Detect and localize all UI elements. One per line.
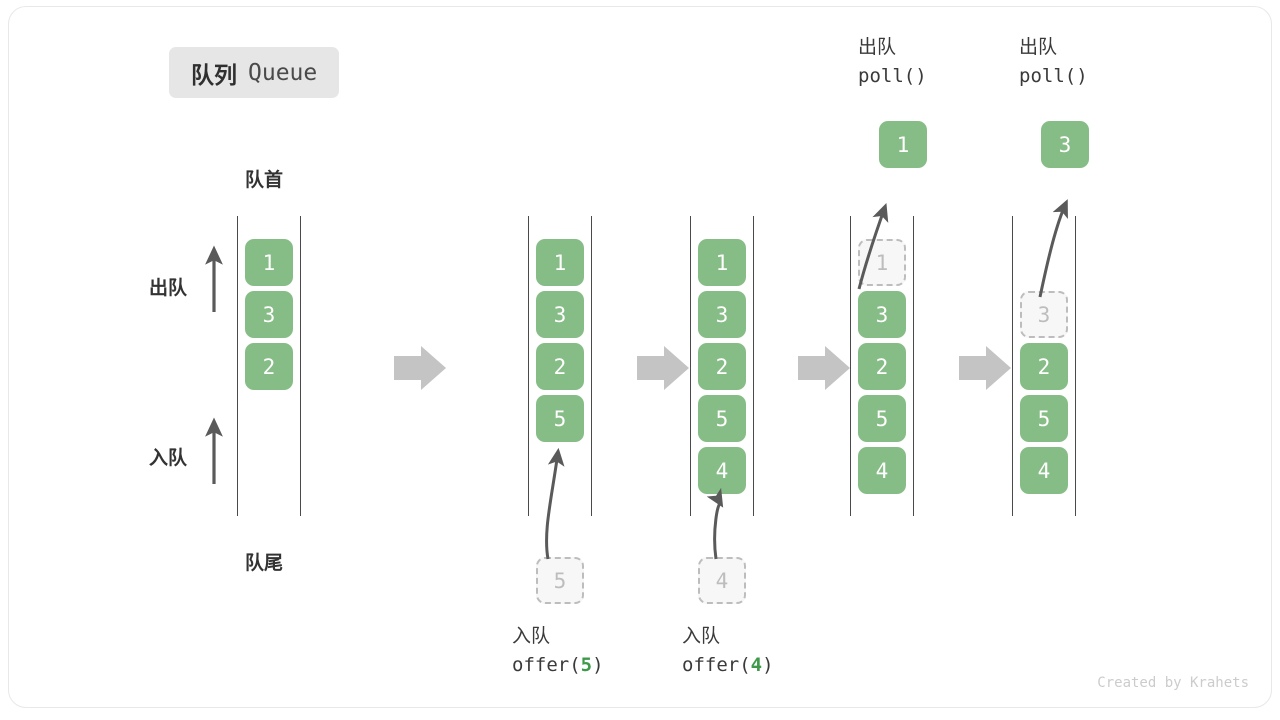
queue-track-poll-1: 1 3 2 5 4	[850, 216, 914, 516]
queue-slot: 5	[1020, 395, 1068, 442]
caption-poll-2-code: poll()	[1019, 65, 1088, 88]
queue-track-poll-3: 3 2 5 4	[1012, 216, 1076, 516]
flow-arrow-2	[637, 346, 689, 390]
extracted-element: 1	[879, 121, 927, 168]
caption-offer-5-cn: 入队	[512, 626, 551, 647]
title-badge: 队列 Queue	[169, 47, 340, 98]
credit-text: Created by Krahets	[1097, 675, 1249, 691]
caption-poll-1-code: poll()	[858, 65, 927, 88]
caption-offer-4-code: offer(4)	[682, 654, 774, 677]
track-rail-left	[528, 216, 529, 516]
label-enqueue: 入队	[149, 448, 188, 469]
caption-offer-4-cn: 入队	[682, 626, 721, 647]
flow-arrow-4	[959, 346, 1011, 390]
caption-poll-1-cn: 出队	[858, 37, 897, 58]
queue-slot: 4	[698, 447, 746, 494]
queue-slot: 5	[858, 395, 906, 442]
track-rail-right	[591, 216, 592, 516]
queue-slot: 2	[698, 343, 746, 390]
label-queue-head: 队首	[245, 170, 284, 191]
queue-track-initial: 1 3 2	[237, 216, 301, 516]
caption-offer-5-code: offer(5)	[512, 654, 604, 677]
queue-slot: 4	[858, 447, 906, 494]
queue-slot: 2	[536, 343, 584, 390]
flow-arrow-1	[394, 346, 446, 390]
label-dequeue: 出队	[149, 278, 188, 299]
queue-slot: 3	[858, 291, 906, 338]
queue-slot: 2	[1020, 343, 1068, 390]
queue-slot: 1	[698, 239, 746, 286]
track-rail-left	[690, 216, 691, 516]
caption-poll-2-cn: 出队	[1019, 37, 1058, 58]
incoming-element: 5	[536, 557, 584, 604]
flow-arrow-3	[798, 346, 850, 390]
track-rail-left	[850, 216, 851, 516]
label-queue-tail: 队尾	[245, 553, 284, 574]
queue-slot: 1	[245, 239, 293, 286]
queue-slot: 5	[698, 395, 746, 442]
title-en: Queue	[248, 59, 318, 86]
incoming-element: 4	[698, 557, 746, 604]
caption-offer-4-value: 4	[750, 654, 763, 677]
track-rail-right	[753, 216, 754, 516]
track-rail-left	[237, 216, 238, 516]
caption-poll-2: 出队 poll()	[1019, 33, 1088, 92]
track-rail-left	[1012, 216, 1013, 516]
caption-poll-1: 出队 poll()	[858, 33, 927, 92]
caption-offer-5: 入队 offer(5)	[512, 622, 604, 681]
queue-track-after-offer-4: 1 3 2 5 4	[690, 216, 754, 516]
queue-track-after-offer-5: 1 3 2 5	[528, 216, 592, 516]
queue-slot: 4	[1020, 447, 1068, 494]
extracted-element: 3	[1041, 121, 1089, 168]
arrow-overlay	[205, 199, 1068, 560]
queue-slot: 3	[245, 291, 293, 338]
track-rail-right	[913, 216, 914, 516]
queue-slot: 3	[698, 291, 746, 338]
queue-slot: 5	[536, 395, 584, 442]
queue-slot: 3	[536, 291, 584, 338]
track-rail-right	[300, 216, 301, 516]
track-rail-right	[1075, 216, 1076, 516]
queue-slot: 2	[245, 343, 293, 390]
caption-offer-5-value: 5	[580, 654, 593, 677]
caption-offer-4: 入队 offer(4)	[682, 622, 774, 681]
queue-slot-ghost: 3	[1020, 291, 1068, 338]
diagram-stage: 队列 Queue 队首 队尾 出队 入队 出队 poll() 出队 poll()…	[9, 7, 1271, 707]
diagram-card: 队列 Queue 队首 队尾 出队 入队 出队 poll() 出队 poll()…	[8, 6, 1272, 708]
queue-slot: 1	[536, 239, 584, 286]
queue-slot-ghost: 1	[858, 239, 906, 286]
title-cn: 队列	[191, 61, 237, 88]
queue-slot: 2	[858, 343, 906, 390]
